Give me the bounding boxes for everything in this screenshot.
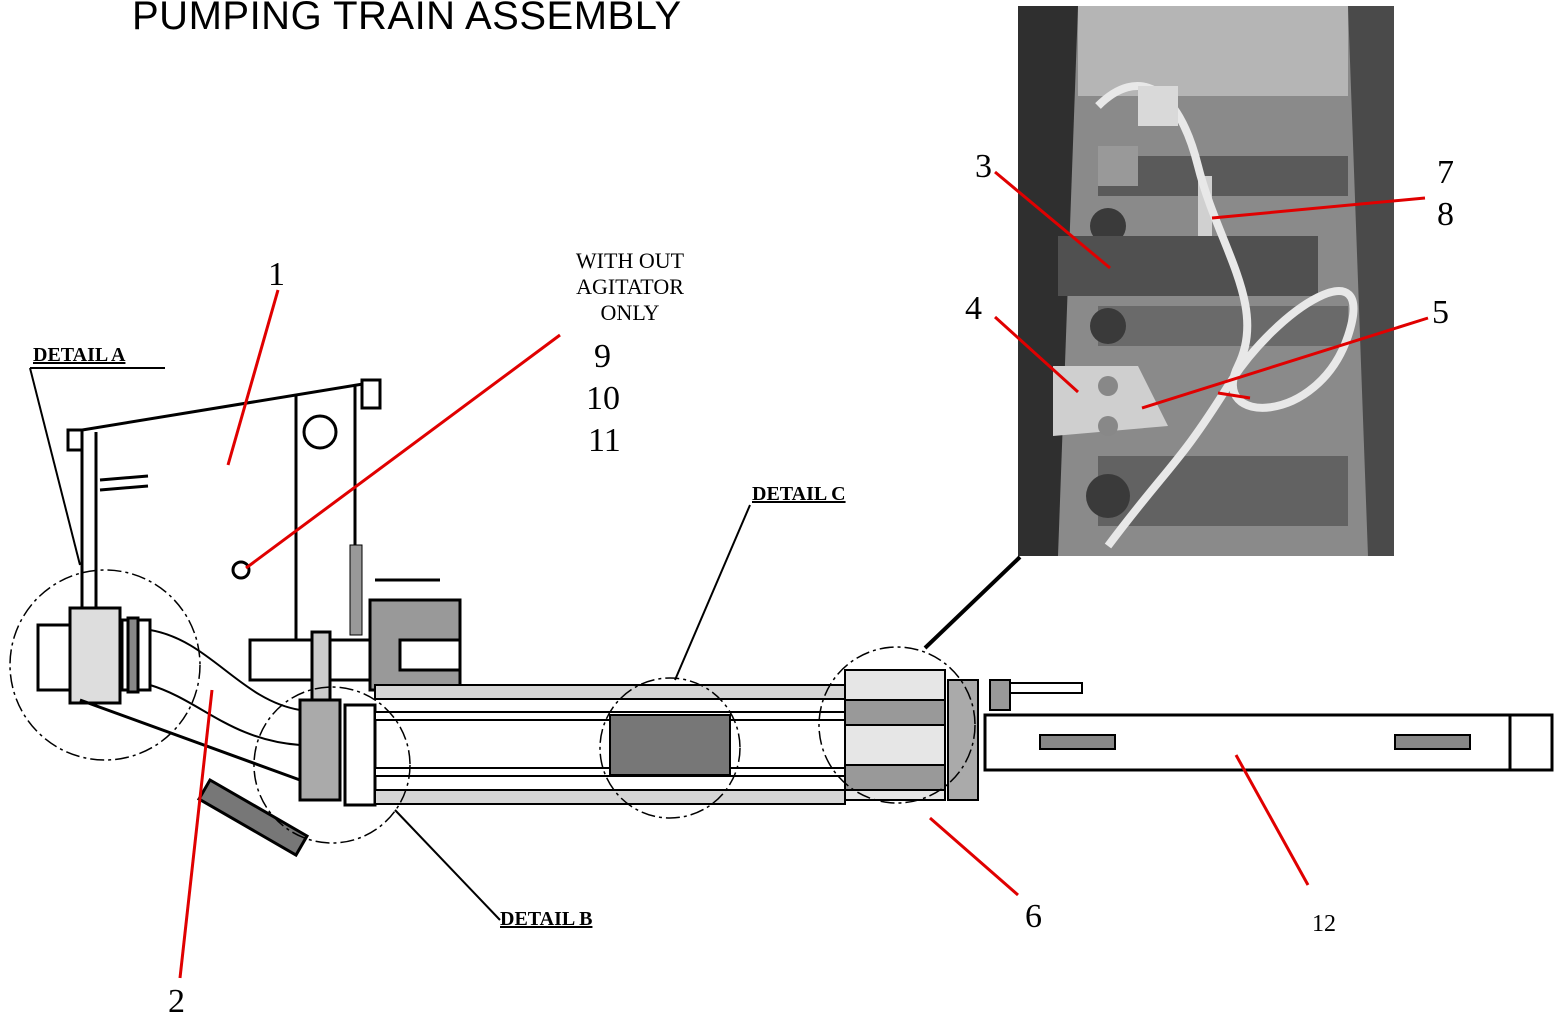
leader-9 bbox=[245, 333, 561, 570]
detail-a-label: DETAIL A bbox=[33, 344, 126, 366]
detail-6-circle bbox=[818, 646, 976, 804]
detail-c-leader bbox=[674, 504, 751, 681]
inset-photo bbox=[1018, 6, 1394, 556]
callout-1: 1 bbox=[268, 256, 285, 293]
callout-10: 10 bbox=[586, 380, 620, 417]
leader-1 bbox=[226, 289, 280, 466]
note-line-2: AGITATOR bbox=[576, 274, 684, 299]
detail-a-leader bbox=[29, 367, 81, 566]
red-leaders bbox=[178, 289, 1310, 979]
callout-8: 8 bbox=[1437, 196, 1454, 233]
callout-5: 5 bbox=[1432, 294, 1449, 331]
detail-c-label: DETAIL C bbox=[752, 483, 846, 505]
cylinders bbox=[374, 669, 1554, 805]
photo-leader bbox=[923, 555, 1022, 650]
callout-7: 7 bbox=[1437, 154, 1454, 191]
callout-11: 11 bbox=[588, 422, 621, 459]
leader-2 bbox=[178, 689, 214, 979]
detail-circles bbox=[9, 569, 976, 844]
callout-9: 9 bbox=[594, 338, 611, 375]
callout-6: 6 bbox=[1025, 898, 1042, 935]
detail-b-circle bbox=[253, 686, 411, 844]
detail-b-label: DETAIL B bbox=[500, 908, 593, 930]
note-line-1: WITH OUT bbox=[575, 248, 685, 273]
black-leaders bbox=[29, 367, 1022, 921]
callout-2: 2 bbox=[168, 983, 185, 1020]
page-title: PUMPING TRAIN ASSEMBLY bbox=[132, 0, 682, 38]
inlet-assembly bbox=[36, 606, 310, 858]
detail-a-circle bbox=[9, 569, 201, 761]
callout-3: 3 bbox=[975, 148, 992, 185]
leader-6 bbox=[929, 816, 1019, 897]
leader-8a bbox=[1217, 391, 1251, 400]
pump-body bbox=[248, 578, 462, 807]
detail-b-leader bbox=[394, 809, 501, 921]
callout-4: 4 bbox=[965, 290, 982, 327]
leader-12 bbox=[1234, 754, 1310, 886]
detail-c-circle bbox=[599, 677, 741, 819]
inset-photo-drawing bbox=[1018, 6, 1394, 556]
hopper bbox=[66, 378, 382, 640]
callout-12: 12 bbox=[1312, 911, 1336, 937]
agitator-note: WITH OUT AGITATOR ONLY bbox=[565, 248, 695, 326]
note-line-3: ONLY bbox=[600, 300, 660, 325]
